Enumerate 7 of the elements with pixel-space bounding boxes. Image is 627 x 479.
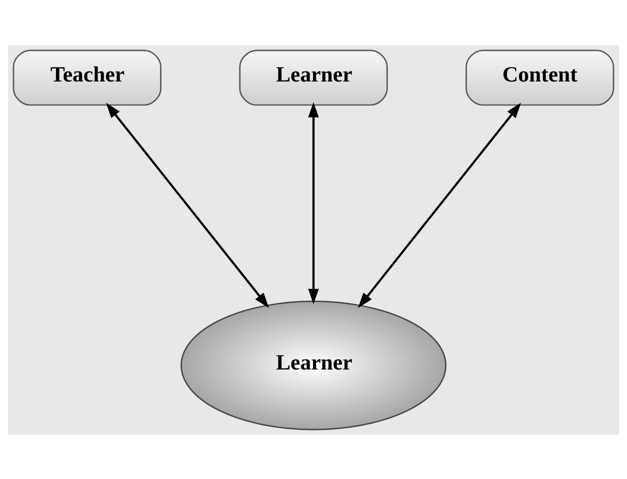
node-box: Learner [239, 49, 388, 106]
arrow [308, 102, 319, 304]
node-box: Teacher [12, 49, 162, 106]
arrow [106, 102, 269, 308]
node-box: Content [466, 49, 614, 106]
node-ellipse: Learner [180, 300, 446, 430]
arrow [358, 102, 522, 308]
